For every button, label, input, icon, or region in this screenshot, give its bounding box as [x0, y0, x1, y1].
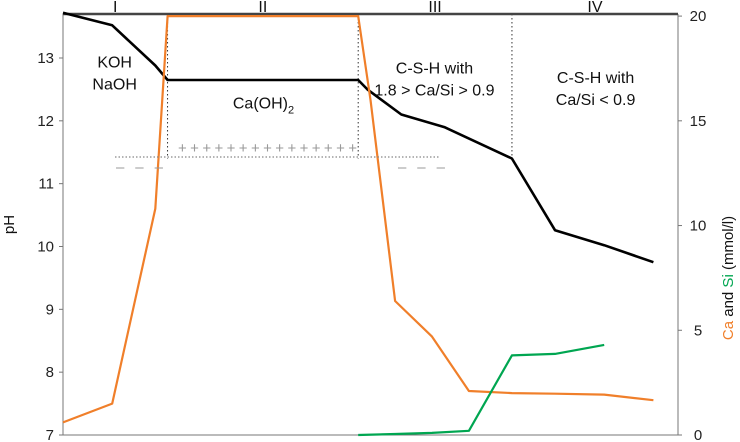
left-tick-label: 12: [37, 113, 54, 130]
right-tick-label: 15: [690, 113, 707, 130]
zone-label: IV: [587, 0, 602, 16]
y-axis-label-right-part: and: [720, 288, 737, 321]
annotation-line: Ca/Si < 0.9: [556, 92, 636, 109]
annotation-text: KOH NaOH: [92, 54, 136, 93]
y-axis-label-right-part: (mmol/l): [720, 216, 737, 274]
y-axis-label-right-part: Ca: [720, 320, 737, 340]
left-tick-label: 7: [46, 427, 54, 442]
si-line: [358, 343, 605, 437]
y-axis-label-right-part: Si: [720, 274, 737, 287]
left-tick-label: 9: [46, 301, 54, 318]
annotations: KOH NaOH Ca(OH)2 C-S-H with 1.8 > Ca/Si > 0.…: [92, 54, 635, 116]
annotation-text: Ca(OH)2: [233, 95, 294, 116]
zone-label: II: [258, 0, 267, 16]
right-tick-label: 0: [694, 427, 702, 442]
zone-label: I: [113, 0, 117, 16]
left-tick-label: 13: [37, 50, 54, 67]
series-lines: [62, 11, 654, 437]
annotation-line: C-S-H with: [396, 61, 473, 78]
ca-line: [62, 15, 654, 424]
axis-labels: pH Ca and Si (mmol/l): [1, 215, 737, 340]
left-tick-label: 11: [38, 176, 54, 193]
annotation-subscript: 2: [288, 104, 294, 116]
charge-marks: +++++++++++++++ – – – – – –: [115, 140, 448, 176]
ph-line: [62, 11, 654, 264]
annotation-text: C-S-H with 1.8 > Ca/Si > 0.9: [374, 61, 494, 100]
y-axis-label-right: Ca and Si (mmol/l): [720, 216, 737, 340]
right-tick-label: 20: [690, 8, 707, 25]
annotation-line: 1.8 > Ca/Si > 0.9: [374, 83, 494, 100]
annotation-line: NaOH: [92, 76, 136, 93]
annotation-line: KOH: [97, 54, 132, 71]
zone-label: III: [428, 0, 441, 16]
right-tick-label: 10: [690, 218, 707, 235]
annotation-line: C-S-H with: [557, 70, 634, 87]
tick-labels: 7 8 9 10 11 12 13 0 5 10 15 20: [37, 8, 706, 442]
left-tick-label: 10: [37, 238, 54, 255]
right-tick-label: 5: [694, 322, 702, 339]
left-tick-label: 8: [46, 364, 54, 381]
y-axis-label-left: pH: [1, 215, 18, 234]
plus-marks: +++++++++++++++: [178, 140, 360, 157]
minus-marks-right: – – –: [398, 159, 448, 176]
minus-marks-left: – – –: [116, 159, 166, 176]
